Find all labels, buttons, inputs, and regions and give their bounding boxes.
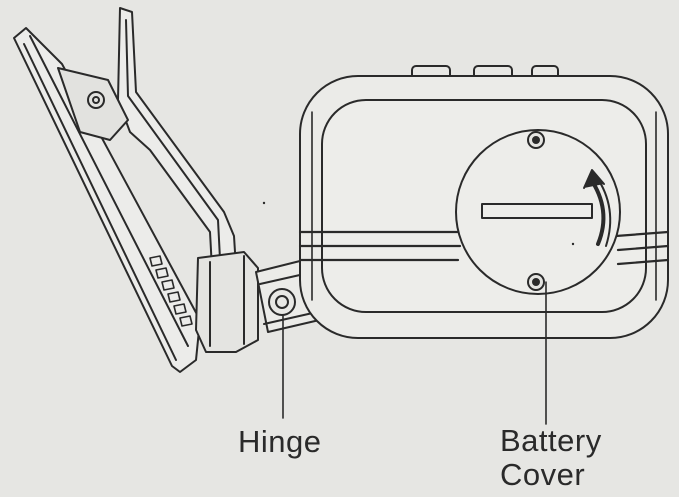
clip-back-jaw-rim xyxy=(29,35,189,347)
hinge-nut xyxy=(268,288,296,316)
curved-arrow-icon xyxy=(583,169,612,247)
clip-back-jaw-inner xyxy=(23,43,177,361)
clip-base xyxy=(195,251,259,353)
battery-cover-label-line1: Battery xyxy=(500,423,602,458)
battery-cover xyxy=(455,129,621,425)
hinge-label: Hinge xyxy=(238,424,322,459)
body-grooves-right xyxy=(614,230,670,266)
battery-cover-label-line2: Cover xyxy=(500,457,586,492)
clip xyxy=(13,7,259,373)
clip-pivot-block xyxy=(57,67,129,141)
clip-grip-teeth xyxy=(149,255,193,327)
clip-pivot-hole xyxy=(87,91,105,109)
clip-back-jaw xyxy=(13,27,201,373)
body-grooves-left xyxy=(298,230,464,262)
battery-cover-slot xyxy=(481,203,593,219)
battery-cover-label: Battery Cover xyxy=(500,424,602,492)
